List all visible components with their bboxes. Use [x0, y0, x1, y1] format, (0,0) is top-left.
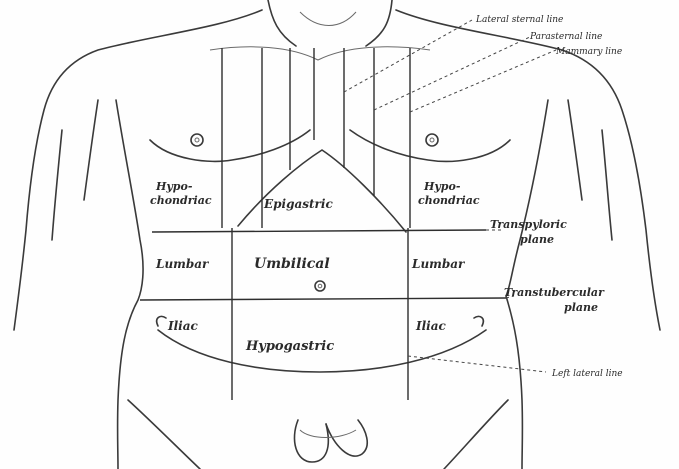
- left-iliac-spine: [474, 316, 483, 326]
- clavicle-contour: [210, 47, 430, 60]
- umbilicus: [315, 281, 325, 291]
- left-nipple-center: [430, 138, 434, 142]
- genitalia-left: [294, 420, 328, 462]
- lateral-sternal-leader: [344, 20, 472, 92]
- umbilicus-center: [318, 284, 322, 288]
- costal-margin: [238, 150, 406, 232]
- neck-left-contour: [268, 0, 296, 46]
- right-iliac-spine: [157, 316, 166, 326]
- right-pectoral-contour: [150, 130, 310, 161]
- transtubercular-plane: [140, 298, 506, 300]
- torso-outline: [14, 0, 660, 469]
- right-lumbar-label: Lumbar: [155, 257, 210, 271]
- left-lateral-line-label: Left lateral line: [551, 369, 623, 379]
- parasternal-line-label: Parasternal line: [529, 32, 602, 42]
- right-nipple: [191, 134, 203, 146]
- labels: Lateral sternal line Parasternal line Ma…: [150, 15, 623, 379]
- right-shoulder-arm-outer: [14, 10, 262, 330]
- right-thigh-contour: [128, 400, 200, 469]
- left-flank-contour: [506, 100, 548, 469]
- transpyloric-label-1: Transpyloric: [490, 218, 567, 231]
- right-hypochondriac-label-1: Hypo-: [155, 180, 193, 193]
- reference-lines: [140, 20, 556, 400]
- genitalia-right: [326, 420, 367, 456]
- epigastric-label: Epigastric: [263, 197, 333, 211]
- right-arm-inner: [84, 100, 98, 200]
- hypogastric-label: Hypogastric: [245, 339, 334, 354]
- umbilical-label: Umbilical: [254, 256, 330, 272]
- transtubercular-label-2: plane: [564, 301, 598, 314]
- throat-contour: [300, 12, 356, 26]
- mammary-line-label: Mammary line: [555, 47, 622, 57]
- left-arm-inner: [568, 100, 582, 200]
- left-nipple: [426, 134, 438, 146]
- left-arm-crease: [602, 130, 612, 240]
- left-thigh-contour: [444, 400, 508, 469]
- transpyloric-label-2: plane: [520, 233, 554, 246]
- left-lumbar-label: Lumbar: [411, 257, 466, 271]
- left-iliac-label: Iliac: [415, 319, 447, 333]
- right-flank-contour: [116, 100, 143, 469]
- right-nipple-center: [195, 138, 199, 142]
- transpyloric-plane: [152, 230, 486, 232]
- lateral-sternal-line-label: Lateral sternal line: [475, 15, 563, 25]
- right-iliac-label: Iliac: [167, 319, 199, 333]
- left-shoulder-arm-outer: [396, 10, 660, 330]
- neck-right-contour: [366, 0, 392, 46]
- left-hypochondriac-label-2: chondriac: [418, 194, 480, 207]
- left-lateral-leader: [408, 356, 546, 372]
- right-arm-crease: [52, 130, 62, 240]
- left-hypochondriac-label-1: Hypo-: [423, 180, 461, 193]
- transtubercular-label-1: Transtubercular: [504, 286, 605, 299]
- right-hypochondriac-label-2: chondriac: [150, 194, 212, 207]
